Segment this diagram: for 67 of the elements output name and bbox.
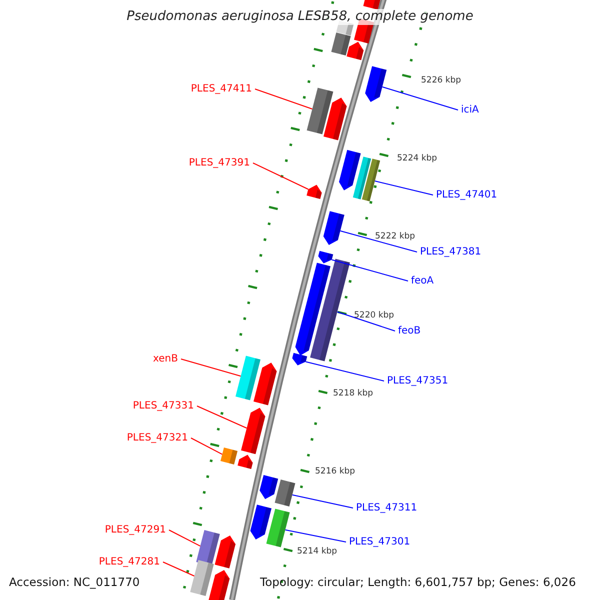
scale-label: 5218 kbp xyxy=(333,388,374,400)
leader-line xyxy=(340,230,418,252)
gene-feature xyxy=(295,262,330,356)
gene-feature xyxy=(266,508,290,548)
leader-line xyxy=(305,361,384,382)
gene-label: PLES_47281 xyxy=(98,556,160,568)
gene-feature xyxy=(323,211,344,245)
leader-line xyxy=(331,259,408,282)
scale-label: 5214 kbp xyxy=(297,546,338,558)
gene-feature xyxy=(310,258,350,362)
scale-label: 5222 kbp xyxy=(375,232,416,242)
gene-label: PLES_47331 xyxy=(132,400,194,412)
footer-text: Topology: circular; Length: 6,601,757 bp; Genes: 6,026 xyxy=(260,574,576,590)
leader-line xyxy=(374,180,434,196)
leader-line xyxy=(254,88,313,110)
gene-label: PLES_47311 xyxy=(356,502,418,514)
leader-line xyxy=(196,406,248,429)
gene-feature xyxy=(241,408,266,454)
gene-feature xyxy=(292,352,308,366)
scale-label: 5224 kbp xyxy=(397,154,438,164)
gene-feature xyxy=(306,88,334,134)
gene-feature xyxy=(346,42,364,60)
gene-feature xyxy=(250,504,272,540)
gene-label: PLES_47391 xyxy=(188,156,250,170)
gene-label: PLES_47401 xyxy=(436,188,498,202)
leader-line xyxy=(284,529,346,542)
gene-feature xyxy=(236,356,260,400)
gene-feature xyxy=(238,454,253,470)
leader-line xyxy=(190,438,223,455)
scale-label: 5220 kbp xyxy=(354,310,394,322)
gene-feature xyxy=(338,150,361,190)
gene-feature xyxy=(318,250,334,264)
gene-label: feoB xyxy=(398,324,421,338)
gene-label: iciA xyxy=(461,104,479,116)
gene-label: feoA xyxy=(411,274,434,288)
leader-line xyxy=(382,86,458,110)
scale-label: 5216 kbp xyxy=(315,466,356,478)
gene-feature xyxy=(190,560,214,596)
leader-line xyxy=(252,162,309,190)
gene-label: PLES_47301 xyxy=(349,536,410,548)
gene-feature xyxy=(254,362,277,406)
gene-feature xyxy=(214,536,236,568)
gene-feature xyxy=(220,447,238,465)
leader-line xyxy=(292,494,354,508)
gene-label: PLES_47411 xyxy=(190,82,252,96)
gene-label: xenB xyxy=(153,352,178,366)
footer-text: Accession: NC_011770 xyxy=(9,574,140,590)
leader-line xyxy=(336,311,396,332)
gene-label: PLES_47351 xyxy=(387,374,448,388)
gene-feature xyxy=(274,480,296,506)
gene-feature xyxy=(260,475,278,500)
leader-line xyxy=(168,530,201,546)
gene-feature xyxy=(352,156,372,200)
gene-feature xyxy=(331,32,351,56)
gene-feature xyxy=(365,66,387,102)
leader-line xyxy=(162,562,195,576)
gene-feature xyxy=(306,184,322,200)
leader-line xyxy=(180,358,242,377)
gene-label: PLES_47381 xyxy=(420,246,482,258)
scale-label: 5226 kbp xyxy=(421,76,462,86)
gene-label: PLES_47291 xyxy=(104,524,166,536)
gene-label: PLES_47321 xyxy=(126,432,188,444)
gene-feature xyxy=(324,98,347,140)
gene-feature xyxy=(208,570,230,600)
gene-feature xyxy=(362,158,380,202)
gene-feature xyxy=(363,0,381,10)
gene-feature xyxy=(196,530,220,566)
